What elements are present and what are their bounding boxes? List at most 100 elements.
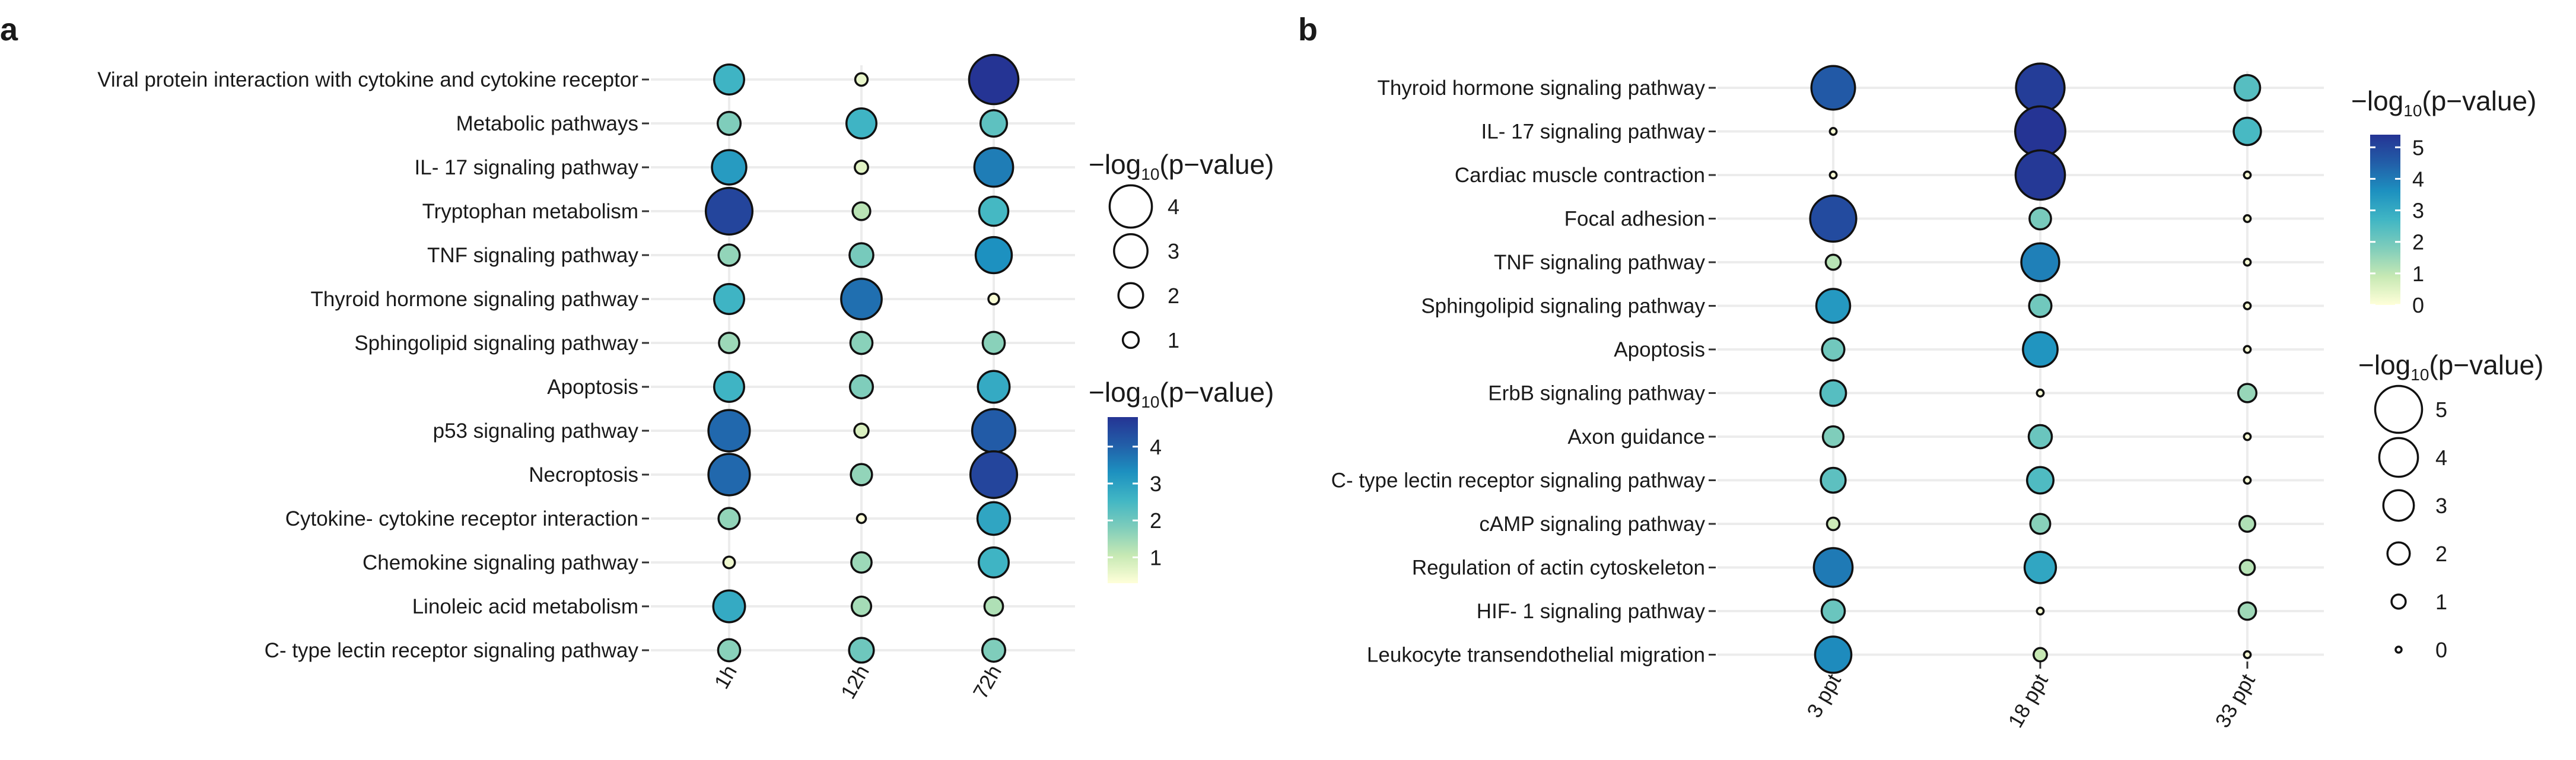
bubble-point: [713, 63, 745, 96]
x-tick-label: 1h: [710, 662, 742, 693]
size-legend-circle: [1121, 330, 1140, 349]
size-legend-label: 3: [2435, 494, 2447, 518]
y-tick-label: ErbB signaling pathway: [1488, 382, 1705, 405]
y-tick-label: Thyroid hormone signaling pathway: [1377, 77, 1705, 100]
y-tick-label: Sphingolipid signaling pathway: [1421, 295, 1705, 318]
bubble-point: [979, 109, 1009, 138]
colorbar-tick-label: 2: [1150, 508, 1162, 533]
bubble-point: [2238, 559, 2256, 576]
size-legend-label: 2: [2435, 542, 2447, 566]
bubble-point: [722, 555, 736, 570]
bubble-point: [848, 374, 874, 400]
y-tick-label: Necroptosis: [529, 463, 638, 486]
bubble-point: [974, 236, 1013, 275]
size-legend-label: 4: [1168, 195, 1179, 219]
bubble-point: [713, 283, 745, 315]
size-legend-label: 2: [1168, 284, 1179, 308]
bubble-point: [1810, 65, 1856, 111]
y-tick-label: Linoleic acid metabolism: [412, 595, 638, 618]
bubble-point: [1809, 194, 1858, 243]
bubble-point: [717, 507, 741, 530]
bubble-point: [2237, 383, 2258, 403]
bubble-point: [1821, 337, 1846, 362]
bubble-point: [2243, 345, 2252, 354]
panel-b-label: b: [1298, 12, 1318, 47]
y-tick-label: TNF signaling pathway: [427, 244, 638, 267]
size-legend-label: 4: [2435, 446, 2447, 470]
y-tick-label: HIF- 1 signaling pathway: [1477, 600, 1706, 623]
bubble-point: [2243, 650, 2252, 659]
bubble-point: [845, 107, 877, 139]
y-tick-label: C- type lectin receptor signaling pathwa…: [265, 639, 639, 662]
bubble-point: [707, 409, 751, 453]
bubble-point: [1824, 253, 1842, 271]
bubble-point: [712, 589, 746, 624]
panel-b-color-legend-title: −log10(p−value): [2351, 85, 2536, 120]
bubble-point: [2036, 389, 2045, 398]
bubble-point: [2243, 432, 2252, 441]
bubble-point: [976, 501, 1012, 536]
y-tick-label: cAMP signaling pathway: [1479, 513, 1705, 536]
bubble-point: [850, 595, 873, 618]
bubble-point: [981, 637, 1007, 663]
bubble-point: [2243, 170, 2252, 180]
y-tick-label: TNF signaling pathway: [1494, 251, 1705, 274]
y-tick-label: p53 signaling pathway: [433, 419, 639, 443]
colorbar-tick-label: 4: [2412, 167, 2424, 191]
y-tick-label: Apoptosis: [1614, 338, 1705, 361]
y-tick-label: Apoptosis: [547, 376, 638, 399]
bubble-point: [2015, 62, 2066, 113]
bubble-point: [973, 147, 1015, 188]
x-tick-label: 72h: [969, 662, 1006, 703]
panel-b-size-legend-title: −log10(p−value): [2358, 349, 2543, 384]
bubble-point: [2028, 206, 2052, 231]
size-legend-circle: [2382, 489, 2415, 522]
y-tick-label: Cardiac muscle contraction: [1455, 164, 1705, 187]
bubble-point: [1814, 635, 1853, 674]
bubble-point: [1826, 516, 1841, 532]
size-legend-label: 0: [2435, 638, 2447, 662]
size-legend-label: 1: [1168, 328, 1179, 352]
bubble-point: [1815, 288, 1852, 324]
bubble-point: [2036, 606, 2045, 616]
bubble-point: [2243, 301, 2252, 310]
x-tick-label: 12h: [837, 662, 874, 703]
bubble-point: [1819, 379, 1847, 407]
panel-b-colorbar: [2370, 135, 2400, 305]
bubble-point: [2243, 257, 2252, 267]
y-tick-label: Focal adhesion: [1564, 208, 1705, 231]
bubble-point: [718, 332, 740, 354]
size-legend-circle: [1108, 184, 1153, 229]
y-tick-label: Leukocyte transendothelial migration: [1367, 644, 1705, 667]
panel-a-colorbar: [1108, 417, 1138, 583]
colorbar-tick-label: 4: [1150, 435, 1162, 459]
panel-a: a Viral protein interaction with cytokin…: [0, 12, 1274, 703]
y-tick-label: Cytokine- cytokine receptor interaction: [285, 507, 638, 530]
colorbar-tick-label: 3: [1150, 472, 1162, 496]
bubble-point: [854, 72, 869, 87]
bubble-point: [707, 453, 751, 497]
bubble-point: [2238, 514, 2257, 533]
bubble-point: [2014, 105, 2067, 158]
bubble-point: [2033, 647, 2048, 663]
bubble-point: [848, 242, 874, 268]
bubble-point: [853, 422, 870, 439]
bubble-point: [2243, 476, 2252, 485]
bubble-point: [978, 546, 1010, 578]
y-tick-label: C- type lectin receptor signaling pathwa…: [1331, 469, 1706, 492]
size-legend-circle: [1113, 233, 1149, 269]
bubble-point: [1828, 170, 1838, 180]
bubble-point: [2027, 424, 2053, 450]
bubble-point: [2014, 149, 2066, 201]
panel-b-bubbles: [1809, 62, 2262, 674]
y-tick-label: Regulation of actin cytoskeleton: [1412, 557, 1705, 580]
bubble-point: [977, 370, 1011, 404]
bubble-point: [717, 638, 742, 663]
colorbar-tick-label: 2: [2412, 230, 2424, 255]
x-tick-label: 18 ppt: [2003, 670, 2053, 732]
bubble-point: [848, 637, 875, 664]
